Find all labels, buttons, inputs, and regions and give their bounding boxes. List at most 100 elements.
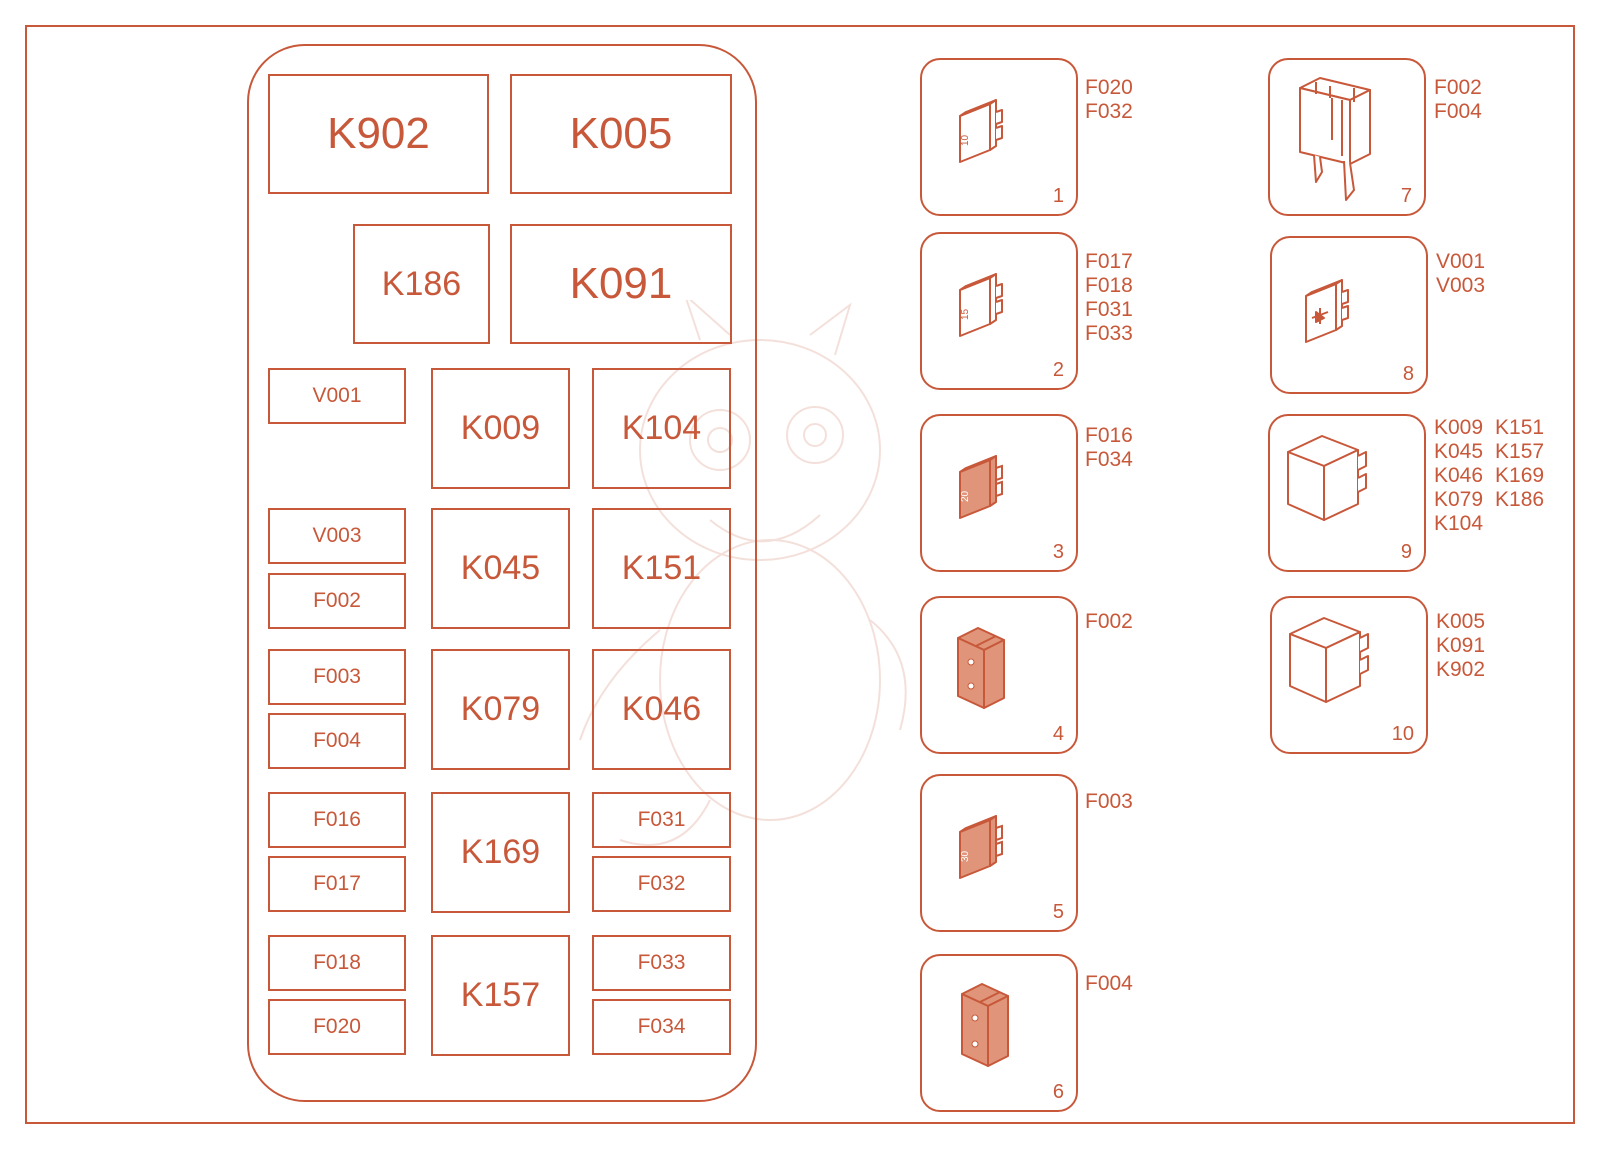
legend-card-1[interactable]: 10 1 bbox=[920, 58, 1078, 216]
cartridge-fuse-icon bbox=[961, 983, 1009, 1067]
slot-label: F004 bbox=[313, 729, 361, 752]
slot-label: F031 bbox=[637, 808, 686, 831]
legend-label: F004 bbox=[1434, 100, 1482, 123]
slot-label: K157 bbox=[460, 976, 541, 1014]
slot-f003[interactable]: F003 bbox=[268, 649, 406, 705]
slot-f018[interactable]: F018 bbox=[268, 935, 406, 991]
slot-f020[interactable]: F020 bbox=[268, 999, 406, 1055]
slot-label: V001 bbox=[312, 384, 362, 407]
legend-label: K151 bbox=[1495, 416, 1545, 439]
legend-label: K186 bbox=[1495, 488, 1545, 511]
fuse-box-outline bbox=[247, 44, 757, 1102]
legend-card-3[interactable]: 20 3 bbox=[920, 414, 1078, 572]
slot-k186[interactable]: K186 bbox=[353, 224, 490, 344]
legend-label: K005 bbox=[1436, 610, 1486, 633]
legend-card-8[interactable]: 8 bbox=[1270, 236, 1428, 394]
diagram-frame bbox=[25, 25, 1575, 1124]
slot-v003[interactable]: V003 bbox=[268, 508, 406, 564]
legend-card-2[interactable]: 15 2 bbox=[920, 232, 1078, 390]
legend-label-column: K009 K045 K046 K079 K104 bbox=[1434, 416, 1483, 536]
slot-label: K169 bbox=[460, 833, 541, 871]
blade-fuse-icon: 30 bbox=[959, 815, 1003, 879]
legend-label: K169 bbox=[1495, 464, 1545, 487]
slot-label: K045 bbox=[460, 549, 541, 587]
slot-label: F002 bbox=[313, 589, 361, 612]
legend-label: F018 bbox=[1085, 274, 1133, 297]
slot-f033[interactable]: F033 bbox=[592, 935, 731, 991]
legend-label: K104 bbox=[1434, 512, 1484, 535]
legend-label: K157 bbox=[1495, 440, 1545, 463]
blade-fuse-icon: 20 bbox=[959, 455, 1003, 519]
dragon-watermark-icon bbox=[579, 300, 907, 846]
slot-label: K104 bbox=[621, 409, 702, 447]
legend-label: F031 bbox=[1085, 298, 1133, 321]
slot-k005[interactable]: K005 bbox=[510, 74, 732, 194]
cartridge-fuse-icon bbox=[957, 627, 1005, 709]
legend-labels-2: F017 F018 F031 F033 bbox=[1085, 250, 1133, 346]
legend-label: K902 bbox=[1436, 658, 1486, 681]
legend-card-4[interactable]: 4 bbox=[920, 596, 1078, 754]
slot-f004[interactable]: F004 bbox=[268, 713, 406, 769]
fuse-holder-icon bbox=[1299, 77, 1371, 201]
fuse-rating-label: 10 bbox=[960, 134, 971, 146]
legend-labels-10: K005 K091 K902 bbox=[1436, 610, 1485, 682]
slot-k045[interactable]: K045 bbox=[431, 508, 570, 629]
slot-f034[interactable]: F034 bbox=[592, 999, 731, 1055]
slot-f002[interactable]: F002 bbox=[268, 573, 406, 629]
legend-label: V003 bbox=[1436, 274, 1486, 297]
legend-label: F032 bbox=[1085, 100, 1133, 123]
legend-number: 9 bbox=[1400, 541, 1412, 563]
slot-label: K091 bbox=[569, 259, 673, 308]
slot-k009[interactable]: K009 bbox=[431, 368, 570, 489]
slot-k902[interactable]: K902 bbox=[268, 74, 489, 194]
legend-labels-5: F003 bbox=[1085, 790, 1133, 814]
slot-label: K079 bbox=[460, 690, 541, 728]
legend-label: F016 bbox=[1085, 424, 1133, 447]
slot-label: K902 bbox=[327, 109, 430, 158]
slot-label: F017 bbox=[313, 872, 361, 895]
slot-v001[interactable]: V001 bbox=[268, 368, 406, 424]
legend-labels-1: F020 F032 bbox=[1085, 76, 1133, 124]
slot-k151[interactable]: K151 bbox=[592, 508, 731, 629]
slot-label: F032 bbox=[637, 872, 686, 895]
relay-icon bbox=[1287, 435, 1367, 521]
slot-label: V003 bbox=[312, 524, 362, 547]
legend-card-10[interactable]: 10 bbox=[1270, 596, 1428, 754]
legend-label: F003 bbox=[1085, 790, 1133, 813]
slot-k079[interactable]: K079 bbox=[431, 649, 570, 770]
legend-number: 10 bbox=[1391, 723, 1414, 745]
slot-k046[interactable]: K046 bbox=[592, 649, 731, 770]
slot-f031[interactable]: F031 bbox=[592, 792, 731, 848]
slot-f032[interactable]: F032 bbox=[592, 856, 731, 912]
slot-label: K005 bbox=[569, 109, 673, 158]
slot-f016[interactable]: F016 bbox=[268, 792, 406, 848]
legend-label: K009 bbox=[1434, 416, 1484, 439]
legend-label: K091 bbox=[1436, 634, 1486, 657]
legend-labels-8: V001 V003 bbox=[1436, 250, 1485, 298]
diode-icon bbox=[1305, 279, 1349, 343]
legend-card-9[interactable]: 9 bbox=[1268, 414, 1426, 572]
legend-label: F017 bbox=[1085, 250, 1133, 273]
legend-number: 1 bbox=[1052, 185, 1064, 207]
slot-k157[interactable]: K157 bbox=[431, 935, 570, 1056]
legend-card-6[interactable]: 6 bbox=[920, 954, 1078, 1112]
legend-card-5[interactable]: 30 5 bbox=[920, 774, 1078, 932]
slot-k104[interactable]: K104 bbox=[592, 368, 731, 489]
slot-k091[interactable]: K091 bbox=[510, 224, 732, 344]
legend-label: F020 bbox=[1085, 76, 1133, 99]
slot-label: K046 bbox=[621, 690, 702, 728]
legend-label-column: K151 K157 K169 K186 bbox=[1495, 416, 1544, 536]
legend-card-7[interactable]: 7 bbox=[1268, 58, 1426, 216]
legend-number: 8 bbox=[1402, 363, 1414, 385]
slot-label: F020 bbox=[313, 1015, 361, 1038]
legend-number: 7 bbox=[1400, 185, 1412, 207]
slot-label: F018 bbox=[313, 951, 361, 974]
legend-label: V001 bbox=[1436, 250, 1486, 273]
slot-k169[interactable]: K169 bbox=[431, 792, 570, 913]
slot-label: K151 bbox=[621, 549, 702, 587]
slot-f017[interactable]: F017 bbox=[268, 856, 406, 912]
legend-label: K079 bbox=[1434, 488, 1484, 511]
legend-number: 3 bbox=[1052, 541, 1064, 563]
legend-label: F034 bbox=[1085, 448, 1133, 471]
slot-label: K186 bbox=[381, 264, 462, 303]
